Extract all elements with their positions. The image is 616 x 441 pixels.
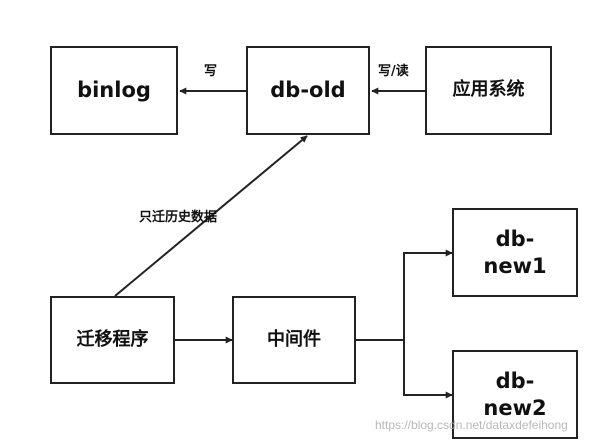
arrow-middleware-to-db-new2 — [403, 340, 453, 399]
node-binlog-label: binlog — [77, 78, 151, 103]
node-db-old-label: db-old — [270, 78, 346, 103]
edge-label-migrate-history: 只迁历史数据 — [139, 210, 218, 225]
node-middleware: 中间件 — [232, 296, 356, 384]
node-db-new2: db- new2 — [452, 350, 578, 439]
node-app-system-label: 应用系统 — [452, 79, 525, 101]
node-db-new2-label-line2: new2 — [483, 395, 547, 420]
node-binlog: binlog — [50, 46, 178, 135]
node-db-new2-label-line1: db- — [495, 369, 535, 394]
node-db-new1-label-line2: new1 — [483, 253, 547, 278]
node-app-system: 应用系统 — [425, 46, 552, 135]
node-migrate-label: 迁移程序 — [76, 328, 149, 350]
node-db-new1: db- new1 — [452, 208, 578, 297]
watermark: https://blog.csdn.net/dataxdefeihong — [375, 418, 568, 432]
arrow-migrate-to-db-old — [114, 135, 308, 297]
edge-label-write-read: 写/读 — [378, 64, 409, 79]
edge-label-write: 写 — [204, 64, 218, 79]
node-migrate: 迁移程序 — [50, 296, 175, 384]
node-db-old: db-old — [246, 46, 370, 135]
node-db-new1-label-line1: db- — [495, 227, 535, 252]
node-middleware-label: 中间件 — [267, 328, 321, 350]
arrow-middleware-to-db-new1 — [403, 249, 453, 340]
